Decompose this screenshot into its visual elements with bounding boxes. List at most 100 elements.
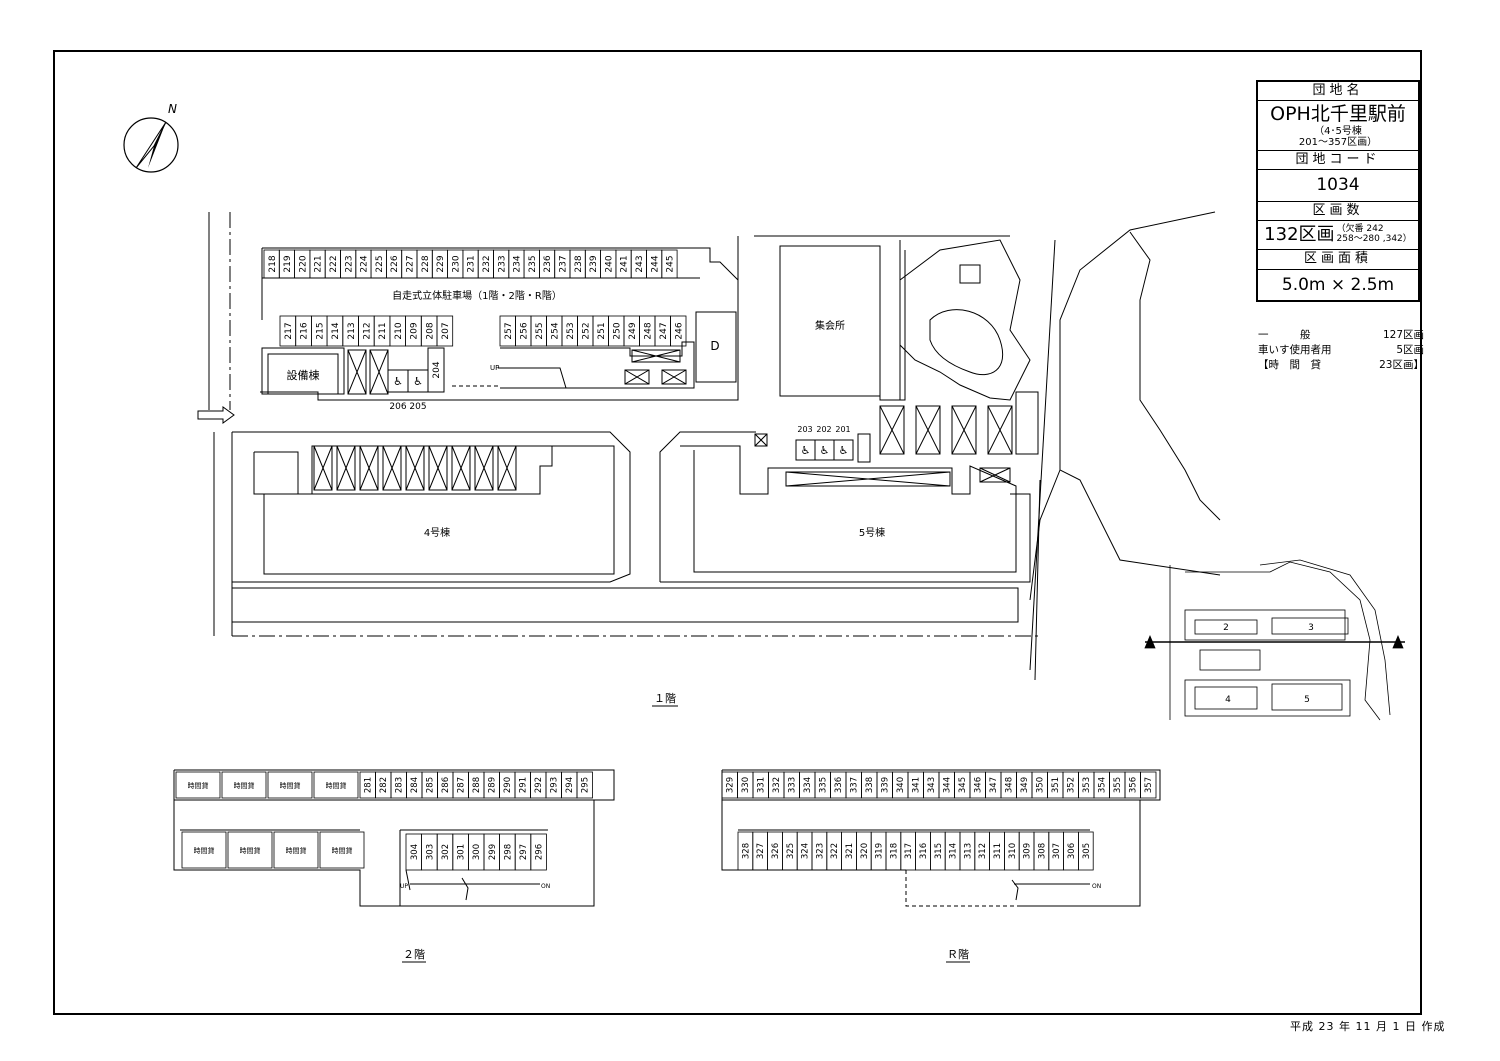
parking-space: 337: [845, 771, 862, 799]
space-number: 211: [378, 322, 388, 339]
parking-space: 330: [737, 771, 754, 799]
space-number: 306: [1067, 843, 1077, 859]
space-number: 209: [410, 322, 420, 339]
space-number: 353: [1082, 777, 1092, 793]
space-number: 294: [565, 777, 575, 793]
parking-space: 309: [1018, 831, 1035, 871]
assembly-hall: 集会所: [779, 245, 881, 397]
space-number: 202: [816, 425, 831, 434]
parking-space: 307: [1048, 831, 1065, 871]
accessible-space: ♿: [814, 439, 835, 461]
parking-space: 219: [278, 249, 295, 279]
space-number: 319: [875, 843, 885, 859]
space-number: 321: [845, 843, 855, 859]
parking-space: 305: [1078, 831, 1094, 871]
parking-space: 241: [615, 249, 632, 279]
parking-space: 287: [452, 771, 469, 799]
space-number: 221: [314, 255, 324, 272]
space-number: 245: [666, 255, 676, 272]
parking-space: 313: [959, 831, 976, 871]
wheelchair-icon: ♿: [413, 375, 423, 388]
space-number: 216: [300, 322, 310, 339]
space-number: 324: [801, 843, 811, 859]
parking-space: 214: [326, 315, 344, 347]
parking-space: 295: [576, 771, 593, 799]
space-number: 344: [943, 777, 953, 793]
hourly-space: [915, 405, 941, 455]
hourly-space: [987, 405, 1013, 455]
parking-space: 225: [370, 249, 387, 279]
parking-space: 239: [584, 249, 601, 279]
parking-space: 296: [530, 833, 547, 871]
parking-space: 340: [892, 771, 909, 799]
space-number: 246: [674, 322, 684, 339]
hourly-space: [428, 445, 448, 491]
space-number: 311: [993, 843, 1003, 859]
space-number: 243: [635, 255, 645, 272]
space-number: 325: [786, 843, 796, 859]
parking-space: 245: [661, 249, 678, 279]
parking-space: 224: [355, 249, 372, 279]
parking-space: 338: [861, 771, 878, 799]
accessible-space: ♿: [387, 369, 409, 393]
space-number: 320: [860, 843, 870, 859]
parking-space: 234: [508, 249, 525, 279]
space-number: 207: [441, 322, 451, 339]
space-number: 314: [949, 843, 959, 859]
space-number: 336: [834, 777, 844, 793]
parking-space: 230: [447, 249, 464, 279]
space-number: 224: [360, 255, 370, 272]
space-count: 132区画: [1264, 224, 1335, 246]
space-number: 250: [612, 322, 622, 339]
parking-space: 250: [608, 315, 625, 347]
hourly-label: 時間貸: [326, 781, 347, 790]
space-number: 215: [315, 322, 325, 339]
parking-space: 306: [1063, 831, 1079, 871]
space-number: 310: [1008, 843, 1018, 859]
space-number: 326: [771, 843, 781, 859]
parking-space: 291: [514, 771, 531, 799]
space-number: 348: [1005, 777, 1015, 793]
parking-space: 209: [405, 315, 422, 347]
space-number: 240: [604, 255, 614, 272]
parking-space: 288: [468, 771, 485, 799]
block-5-label: 5号棟: [859, 526, 885, 539]
space-number: 318: [889, 843, 899, 859]
parking-space: 346: [969, 771, 986, 799]
space-number: 328: [741, 843, 751, 859]
space-number: 257: [504, 322, 514, 339]
parking-space: 238: [569, 249, 586, 279]
space-number: 331: [757, 777, 767, 793]
space-number: 253: [566, 322, 576, 339]
parking-space: 343: [923, 771, 940, 799]
space-number: 312: [978, 843, 988, 859]
map-frame: [53, 50, 1422, 1015]
hourly-space: [405, 445, 425, 491]
parking-space: 345: [954, 771, 971, 799]
space-number: 357: [1144, 777, 1154, 793]
parking-space: 220: [294, 249, 311, 279]
parking-space: 316: [915, 831, 931, 871]
block-5: 5号棟: [680, 405, 1017, 573]
parking-space: 289: [483, 771, 500, 799]
space-number: 334: [803, 777, 813, 793]
space-number: 292: [534, 777, 544, 793]
parking-space: 301: [452, 833, 469, 871]
space-number: 330: [741, 777, 751, 793]
parking-space: 322: [826, 831, 842, 871]
parking-space: 339: [876, 771, 893, 799]
space-number: 239: [589, 255, 599, 272]
entrance-arrow-icon: [197, 406, 235, 424]
hourly-space: [474, 445, 494, 491]
parking-space: 247: [654, 315, 671, 347]
parking-space: 324: [796, 831, 813, 871]
accessible-space: ♿: [795, 439, 816, 461]
space-number: 329: [726, 777, 736, 793]
parking-space: 248: [639, 315, 656, 347]
code-header: 団地コード: [1258, 151, 1418, 171]
